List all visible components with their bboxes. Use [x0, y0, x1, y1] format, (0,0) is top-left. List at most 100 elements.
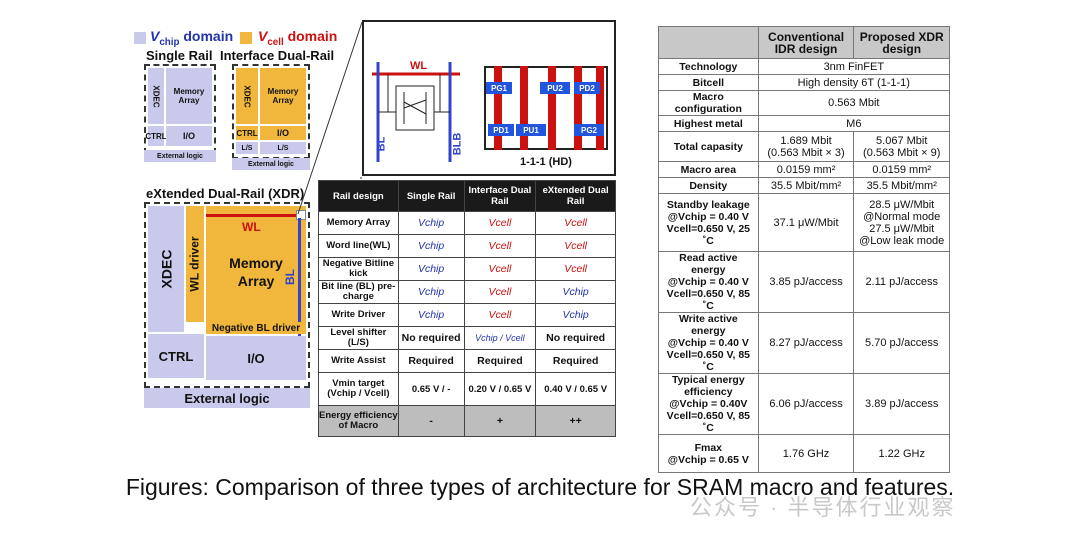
header-cell: Single Rail [397, 180, 465, 212]
xdr-ctrl: CTRL [148, 334, 204, 378]
single-rail-io: I/O [166, 126, 212, 146]
cell: 2.11 pJ/access [853, 251, 950, 313]
row-label: Macro area [658, 161, 759, 178]
dual-rail-ext: External logic [232, 158, 310, 170]
layout-caption: 1-1-1 (HD) [520, 156, 572, 168]
bitcell-schematic [372, 62, 460, 162]
row-label: Negative Bitline kick [318, 257, 399, 281]
table-header-row: Rail design Single Rail Interface Dual R… [318, 180, 616, 212]
zoom-connector [297, 21, 363, 215]
cell: Required [397, 349, 465, 373]
cell: Vcell [535, 211, 616, 235]
row-label-line: @Vchip = 0.40 V [667, 337, 749, 349]
cell: Required [535, 349, 616, 373]
cell-line: (0.563 Mbit × 3) [767, 146, 845, 159]
cell: No required [535, 326, 616, 350]
row-label-line: Typical energy efficiency [671, 374, 745, 398]
cell: 1.689 Mbit(0.563 Mbit × 3) [757, 131, 855, 162]
dual-rail-ls1: L/S [236, 142, 258, 154]
row-label: Bitcell [658, 74, 759, 91]
cell: 35.5 Mbit/mm² [757, 177, 855, 194]
dual-rail-ctrl: CTRL [236, 126, 258, 140]
layout-frame [484, 66, 608, 150]
row-label-line: @Vchip = 0.40 V [667, 210, 749, 223]
cell-line: @Normal mode [863, 210, 941, 223]
row-label-line: Vcell=0.650 V, 85 ˚C [666, 349, 751, 373]
cell: M6 [757, 115, 951, 132]
layout-pu2: PU2 [540, 82, 570, 94]
xdr-wl-end [296, 210, 306, 220]
vchip-legend-swatch [134, 32, 146, 44]
cell: ++ [535, 405, 616, 437]
xdr-bl-label: BL [283, 269, 297, 285]
cell: Vcell [463, 257, 537, 281]
cell: 0.40 V / 0.65 V [535, 372, 616, 406]
row-label: Fmax@Vchip = 0.65 V [658, 434, 759, 473]
cell: 5.70 pJ/access [853, 312, 950, 374]
table-row: Word line(WL) Vchip Vcell Vcell [318, 234, 616, 258]
cell-line: 27.5 μW/Mbit [869, 222, 935, 235]
table-row: Macro configuration 0.563 Mbit [658, 90, 951, 116]
table-row: Total capasity 1.689 Mbit(0.563 Mbit × 3… [658, 131, 950, 162]
table-row: Bitcell High density 6T (1-1-1) [658, 74, 951, 91]
watermark-text: 公众号 · 半导体行业观察 [690, 495, 956, 520]
xdr-xdec: XDEC [148, 206, 184, 332]
dual-rail-ls2: L/S [260, 142, 306, 154]
cell: Vchip / Vcell [463, 326, 537, 350]
cell: 1.76 GHz [757, 434, 855, 473]
row-label: Write Driver [318, 303, 399, 327]
xdr-wl-label: WL [242, 220, 261, 234]
cell: Vcell [463, 211, 537, 235]
layout-pg2: PG2 [574, 124, 604, 136]
table-row: Fmax@Vchip = 0.65 V 1.76 GHz 1.22 GHz [658, 434, 950, 473]
cell: Vchip [397, 303, 465, 327]
cell: 0.0159 mm² [757, 161, 855, 178]
row-label: Level shifter (L/S) [318, 326, 399, 350]
row-label: Word line(WL) [318, 234, 399, 258]
vcell-legend-swatch [240, 32, 252, 44]
xdr-memory-label: Memory Array [229, 255, 283, 289]
circuit-bl-label: BL [375, 136, 388, 152]
cell: Vchip [397, 280, 465, 304]
cell: 0.563 Mbit [757, 90, 951, 116]
cell: 5.067 Mbit(0.563 Mbit × 9) [853, 131, 950, 162]
layout-pu1: PU1 [516, 124, 546, 136]
row-label-line: Vcell=0.650 V, 25 ˚C [666, 222, 751, 247]
cell-line: (0.563 Mbit × 9) [863, 146, 941, 159]
table-row: Bit line (BL) pre-charge Vchip Vcell Vch… [318, 280, 616, 304]
row-label-line: Vcell=0.650 V, 85 ˚C [666, 288, 751, 312]
dual-rail-memory: Memory Array [260, 68, 306, 124]
layout-red-col-4 [574, 66, 582, 150]
cell: 3.85 pJ/access [757, 251, 855, 313]
table-row: Macro area 0.0159 mm² 0.0159 mm² [658, 161, 950, 178]
header-cell: Interface Dual Rail [463, 180, 537, 212]
dual-rail-title: Interface Dual-Rail [220, 48, 335, 63]
vchip-legend-label: Vchip domain [150, 28, 234, 48]
cell: 0.0159 mm² [853, 161, 950, 178]
table-row: Vmin target (Vchip / Vcell) 0.65 V / - 0… [318, 372, 616, 406]
table-row: Density 35.5 Mbit/mm² 35.5 Mbit/mm² [658, 177, 950, 194]
dual-rail-xdec: XDEC [236, 68, 258, 124]
xdr-bl-line [298, 218, 301, 352]
row-label-line: @Vchip = 0.65 V [667, 453, 749, 466]
layout-red-col-1 [494, 66, 502, 150]
row-label: Memory Array [318, 211, 399, 235]
layout-red-col-5 [596, 66, 604, 150]
rail-design-table: Rail design Single Rail Interface Dual R… [318, 180, 616, 437]
table-row: Memory Array Vchip Vcell Vcell [318, 211, 616, 235]
cell-line: 5.067 Mbit [876, 134, 928, 147]
cell: 3.89 pJ/access [853, 373, 950, 435]
row-label: Vmin target (Vchip / Vcell) [318, 372, 399, 406]
cell: Vchip [535, 303, 616, 327]
table-row: Highest metal M6 [658, 115, 951, 132]
xdr-io: I/O [206, 336, 306, 380]
layout-pd1: PD1 [488, 124, 514, 136]
row-label: Total capasity [658, 131, 759, 162]
layout-pg1: PG1 [486, 82, 512, 94]
